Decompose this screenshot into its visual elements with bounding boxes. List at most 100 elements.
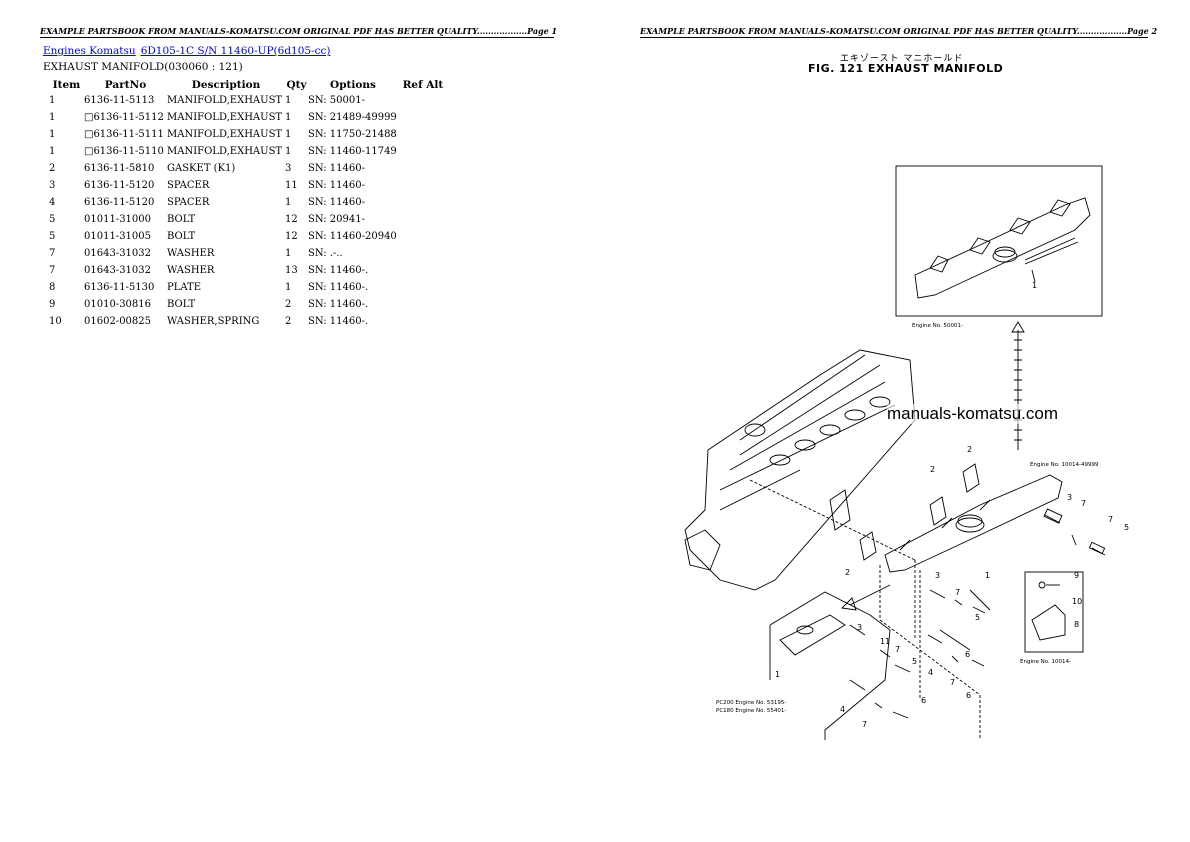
callout-number: 2 [967, 445, 972, 454]
cell-item: 1 [49, 129, 56, 140]
breadcrumb-link-model[interactable]: 6D105-1C S/N 11460-UP(6d105-cc) [140, 45, 331, 57]
page-header-left: EXAMPLE PARTSBOOK FROM MANUALS-KOMATSU.C… [40, 26, 558, 38]
cell-ref-alt [398, 160, 448, 177]
cell-description: BOLT [167, 231, 196, 242]
callout-number: 7 [862, 720, 867, 729]
cell-options: SN: 11460-. [308, 316, 369, 327]
table-header-row: Item PartNo Description Qty Options Ref … [43, 77, 448, 92]
callout-number: 6 [965, 650, 970, 659]
breadcrumb: Engines Komatsu 6D105-1C S/N 11460-UP(6d1… [43, 45, 331, 57]
cell-item: 3 [49, 180, 56, 191]
cell-partno: 6136-11-5120 [84, 180, 155, 191]
cell-options: SN: 11460-. [308, 265, 369, 276]
cell-qty: 2 [285, 316, 292, 327]
cell-qty: 1 [285, 197, 292, 208]
callout-number: 6 [966, 691, 971, 700]
cell-options: SN: 11460- [308, 197, 365, 208]
cell-ref-alt [398, 126, 448, 143]
cell-ref-alt [398, 245, 448, 262]
cell-description: WASHER,SPRING [167, 316, 260, 327]
label-engine-pc200: PC200 Engine No. 53195- [716, 700, 786, 706]
cell-qty: 1 [285, 95, 292, 106]
figure-title: FIG. 121 EXHAUST MANIFOLD [808, 62, 1004, 75]
callout-number: 1 [985, 571, 990, 580]
cell-item: 9 [49, 299, 56, 310]
cell-partno: □6136-11-5111 [84, 129, 164, 140]
label-engine-10014: Engine No. 10014- [1020, 659, 1071, 665]
cell-description: WASHER [167, 248, 215, 259]
cell-qty: 3 [285, 163, 292, 174]
cell-description: SPACER [167, 180, 210, 191]
cell-options: SN: 11460-20940 [308, 231, 397, 242]
cell-qty: 12 [285, 214, 298, 225]
callout-number: 5 [975, 613, 980, 622]
cell-ref-alt [398, 194, 448, 211]
cell-ref-alt [398, 296, 448, 313]
breadcrumb-link-engines[interactable]: Engines Komatsu [43, 45, 136, 57]
cell-qty: 1 [285, 146, 292, 157]
callout-number: 3 [857, 623, 862, 632]
callout-number: 10 [1072, 597, 1082, 606]
cell-qty: 13 [285, 265, 298, 276]
cell-options: SN: 50001- [308, 95, 365, 106]
cell-ref-alt [398, 92, 448, 109]
cell-qty: 12 [285, 231, 298, 242]
col-header-qty: Qty [286, 78, 307, 91]
table-row: 2 6136-11-5810 GASKET (K1) 3 SN: 11460- [43, 160, 448, 177]
cell-description: WASHER [167, 265, 215, 276]
cell-description: BOLT [167, 299, 196, 310]
cell-options: SN: 21489-49999 [308, 112, 397, 123]
cell-options: SN: 11460- [308, 163, 365, 174]
label-engine-50001: Engine No. 50001- [912, 323, 963, 329]
cell-item: 7 [49, 265, 56, 276]
cell-qty: 11 [285, 180, 298, 191]
col-header-partno: PartNo [104, 78, 147, 91]
cell-ref-alt [398, 109, 448, 126]
cell-partno: 6136-11-5120 [84, 197, 155, 208]
cell-item: 5 [49, 214, 56, 225]
callout-number: 5 [912, 657, 917, 666]
cell-partno: 6136-11-5810 [84, 163, 155, 174]
cell-partno: 01602-00825 [84, 316, 152, 327]
cell-options: SN: 11460-11749 [308, 146, 397, 157]
cell-item: 4 [49, 197, 56, 208]
cell-options: SN: .-.. [308, 248, 343, 259]
col-header-item: Item [52, 78, 81, 91]
cell-description: PLATE [167, 282, 202, 293]
callout-number: 2 [845, 568, 850, 577]
cell-qty: 1 [285, 112, 292, 123]
cell-qty: 1 [285, 248, 292, 259]
cell-description: MANIFOLD,EXHAUST [167, 146, 283, 157]
watermark: manuals-komatsu.com [887, 404, 1059, 424]
cell-partno: 01010-30816 [84, 299, 152, 310]
cell-ref-alt [398, 262, 448, 279]
cell-partno: □6136-11-5110 [84, 146, 164, 157]
callout-number: 3 [1067, 493, 1072, 502]
page-header-right: EXAMPLE PARTSBOOK FROM MANUALS-KOMATSU.C… [640, 26, 1158, 38]
callout-number: 3 [935, 571, 940, 580]
label-engine-10014-49999: Engine No. 10014-49999 [1030, 462, 1099, 468]
cell-description: GASKET (K1) [167, 163, 236, 174]
cell-item: 1 [49, 146, 56, 157]
cell-ref-alt [398, 143, 448, 160]
cell-item: 7 [49, 248, 56, 259]
cell-partno: 6136-11-5130 [84, 282, 155, 293]
inset-box-right [1024, 571, 1084, 653]
cell-description: SPACER [167, 197, 210, 208]
label-engine-pc180: PC180 Engine No. 55401- [716, 708, 786, 714]
col-header-ref-alt: Ref Alt [402, 78, 444, 91]
callout-number: 7 [1081, 499, 1086, 508]
callout-number: 9 [1074, 571, 1079, 580]
cell-item: 2 [49, 163, 56, 174]
